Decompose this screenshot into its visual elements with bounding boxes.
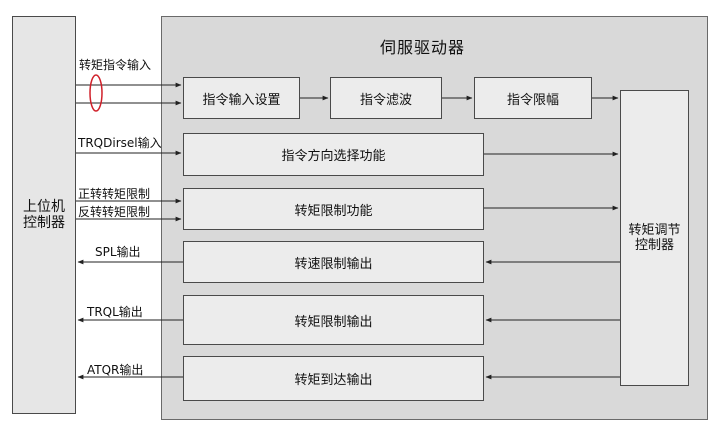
torque-regulator-label-line1: 转矩调节: [628, 223, 681, 238]
atqr-output-label: ATQR输出: [87, 363, 144, 377]
command-direction-select-box: 指令方向选择功能: [183, 133, 484, 176]
torque-limit-output-box: 转矩限制输出: [183, 295, 484, 345]
torque-command-pair-ellipse: [89, 74, 103, 112]
torque-regulator-box: 转矩调节 控制器: [620, 90, 689, 386]
torque-reach-output-box: 转矩到达输出: [183, 356, 484, 401]
speed-limit-output-box: 转速限制输出: [183, 241, 484, 283]
trql-output-label: TRQL输出: [87, 305, 143, 319]
host-controller-label-line1: 上位机: [23, 199, 65, 215]
command-limit-box: 指令限幅: [474, 77, 592, 119]
torque-limit-function-box: 转矩限制功能: [183, 188, 484, 230]
torque-regulator-label-line2: 控制器: [634, 238, 674, 253]
trqdirsel-input-label: TRQDirsel输入: [78, 136, 162, 150]
command-filter-box: 指令滤波: [330, 77, 442, 119]
reverse-torque-limit-label: 反转转矩限制: [78, 205, 151, 219]
torque-command-input-label: 转矩指令输入: [79, 58, 152, 72]
command-input-setting-box: 指令输入设置: [183, 77, 300, 119]
servo-drive-title: 伺服驱动器: [380, 38, 466, 57]
spl-output-label: SPL输出: [95, 245, 141, 259]
host-controller-box: 上位机 控制器: [12, 16, 76, 414]
forward-torque-limit-label: 正转转矩限制: [78, 187, 151, 201]
host-controller-label-line2: 控制器: [23, 215, 65, 231]
